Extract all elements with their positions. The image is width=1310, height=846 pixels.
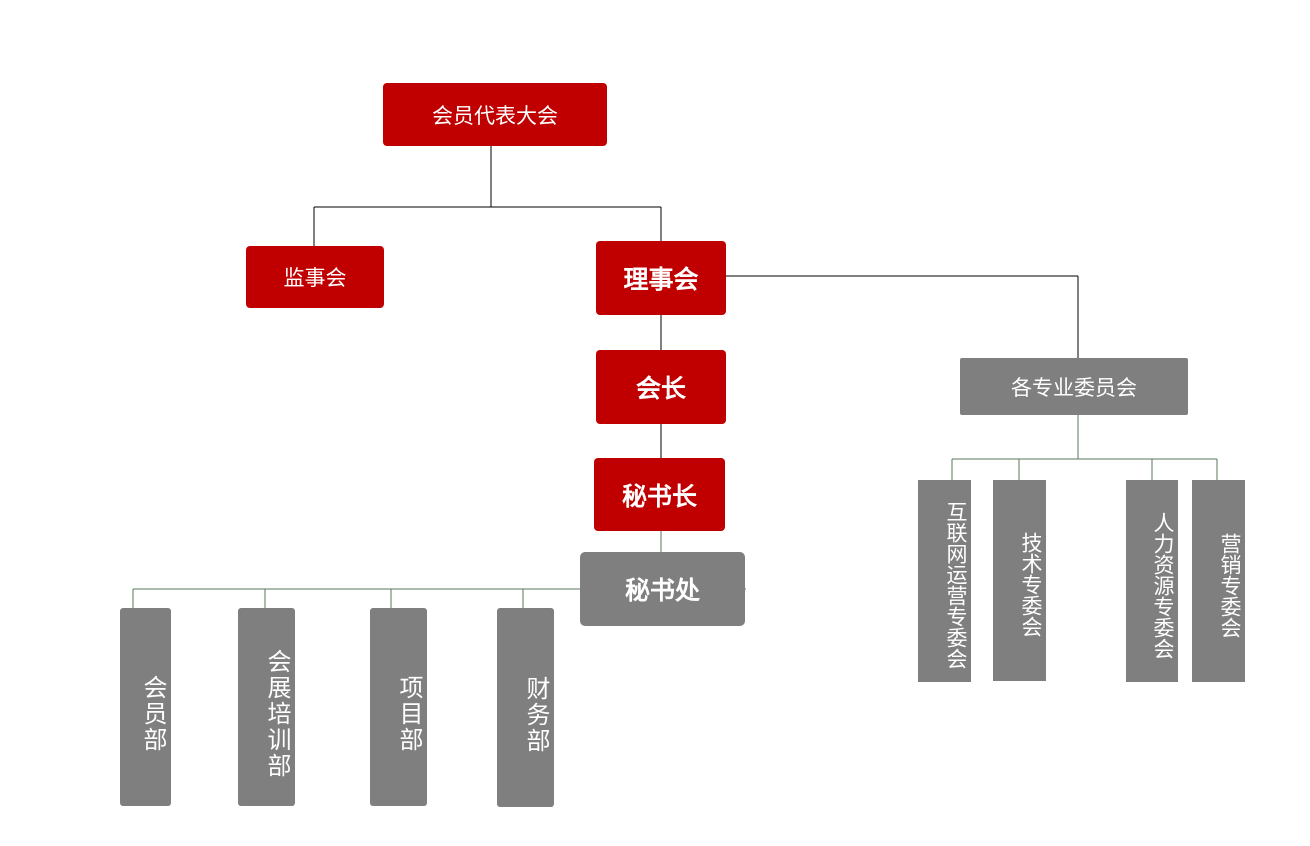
- committee-internet-operations: 互联网运营专委会: [918, 480, 971, 682]
- council-node: 理事会: [596, 241, 726, 315]
- department-member: 会员部: [120, 608, 171, 806]
- department-exhibition-training: 会展培训部: [238, 608, 295, 806]
- committee-technology: 技术专委会: [993, 480, 1046, 681]
- committees-node: 各专业委员会: [960, 358, 1188, 415]
- committee-marketing: 营销专委会: [1192, 480, 1245, 682]
- department-project: 项目部: [370, 608, 427, 806]
- supervisory-board-node: 监事会: [246, 246, 384, 308]
- secretariat-node: 秘书处: [580, 552, 745, 626]
- assembly-node: 会员代表大会: [383, 83, 607, 146]
- secretary-general-node: 秘书长: [594, 458, 725, 531]
- committee-human-resources: 人力资源专委会: [1126, 480, 1178, 682]
- department-finance: 财务部: [497, 608, 554, 807]
- president-node: 会长: [596, 350, 726, 424]
